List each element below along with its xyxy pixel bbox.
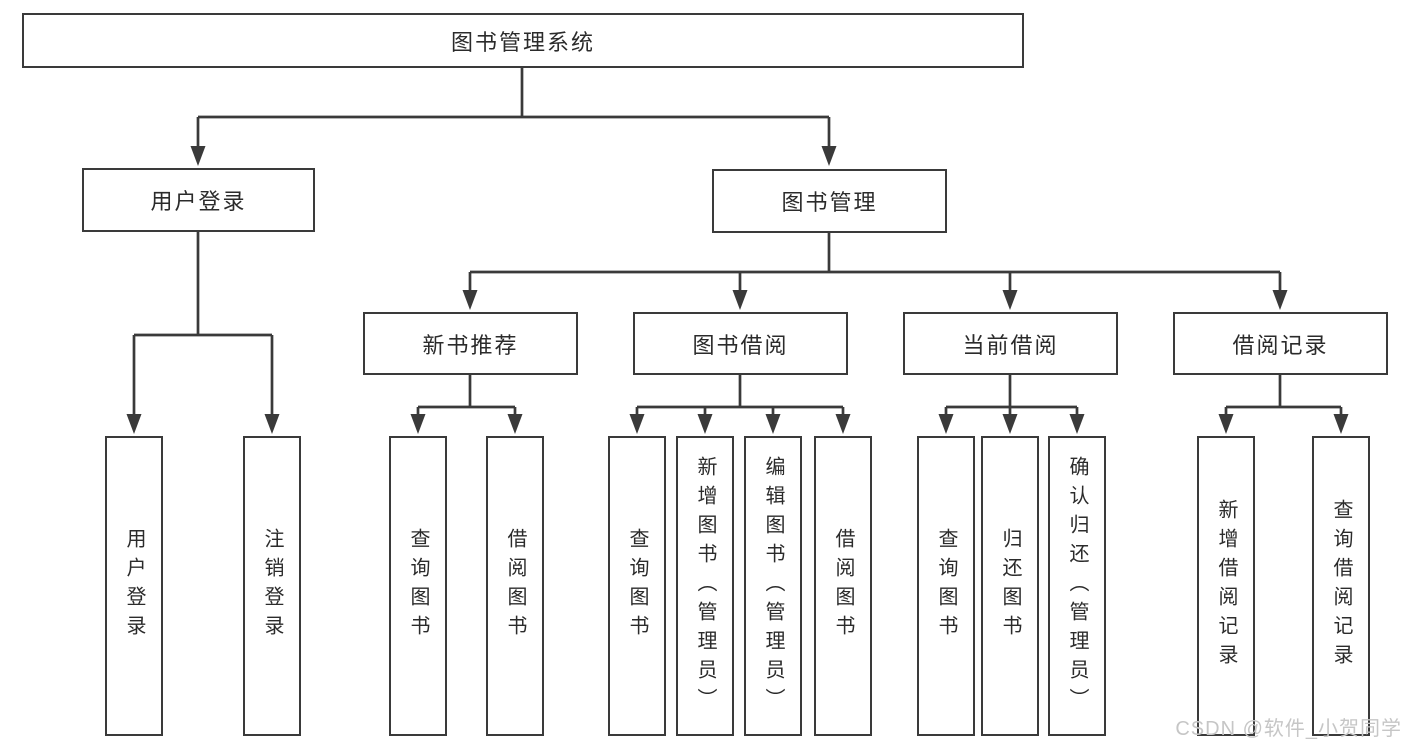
arrowhead [410, 414, 426, 434]
leaf-edit-books-admin-label: 编辑图书（管理员） [762, 455, 784, 717]
connector-user-login-stem [134, 232, 272, 337]
leaf-query-borrow-record-label: 查询借阅记录 [1330, 499, 1352, 673]
connector-book-mgmt-stem [470, 232, 1280, 274]
node-borrowing-records-label: 借阅记录 [1232, 332, 1329, 358]
node-new-book-recommendation: 新书推荐 [363, 312, 578, 375]
leaf-edit-books-admin: 编辑图书（管理员） [744, 436, 802, 736]
arrowhead [1002, 290, 1018, 310]
leaf-query-borrow-record: 查询借阅记录 [1312, 436, 1370, 736]
arrowheads [126, 146, 1349, 434]
connector-current-borrow-stem [946, 375, 1077, 409]
connector-root-arrow-shafts [196, 117, 831, 148]
arrowhead [264, 414, 280, 434]
arrowhead [1218, 414, 1234, 434]
leaf-logout-label: 注销登录 [261, 528, 283, 644]
arrowhead [732, 290, 748, 310]
leaf-add-borrow-record-label: 新增借阅记录 [1215, 499, 1237, 673]
leaf-current-query-books-label: 查询图书 [935, 528, 957, 644]
arrowhead [190, 146, 206, 166]
arrowhead [1002, 414, 1018, 434]
leaf-return-books-label: 归还图书 [999, 528, 1021, 644]
arrowhead [765, 414, 781, 434]
node-book-management: 图书管理 [712, 169, 947, 233]
connector-new-book-arrow-shafts [416, 407, 517, 418]
node-borrowing-records: 借阅记录 [1173, 312, 1388, 375]
node-library-management-system: 图书管理系统 [22, 13, 1024, 68]
connector-borrow-record-stem [1226, 375, 1341, 409]
node-book-borrowing: 图书借阅 [633, 312, 848, 375]
arrowhead [1333, 414, 1349, 434]
node-current-borrowing: 当前借阅 [903, 312, 1118, 375]
leaf-borrow-query-books-label: 查询图书 [626, 528, 648, 644]
arrowhead [821, 146, 837, 166]
leaf-recommend-borrow-books-label: 借阅图书 [504, 528, 526, 644]
leaf-current-query-books: 查询图书 [917, 436, 975, 736]
leaf-user-login-label: 用户登录 [123, 528, 145, 644]
leaf-recommend-query-books-label: 查询图书 [407, 528, 429, 644]
connector-book-borrow-arrow-shafts [635, 407, 845, 418]
connector-root-stem [198, 68, 829, 119]
leaf-add-borrow-record: 新增借阅记录 [1197, 436, 1255, 736]
node-user-login-label: 用户登录 [150, 189, 247, 214]
node-current-borrowing-label: 当前借阅 [962, 332, 1059, 358]
node-library-management-system-label: 图书管理系统 [450, 29, 595, 55]
node-book-management-label: 图书管理 [781, 190, 878, 215]
arrowhead [697, 414, 713, 434]
connector-new-book-stem [418, 375, 515, 409]
connector-level3-arrow-shafts [468, 272, 1282, 292]
arrowhead [629, 414, 645, 434]
leaf-recommend-query-books: 查询图书 [389, 436, 447, 736]
arrowhead [1069, 414, 1085, 434]
leaf-borrow-books-label: 借阅图书 [832, 528, 854, 644]
leaf-borrow-books: 借阅图书 [814, 436, 872, 736]
arrowhead [462, 290, 478, 310]
node-new-book-recommendation-label: 新书推荐 [422, 332, 519, 358]
arrowhead [507, 414, 523, 434]
arrowhead [835, 414, 851, 434]
leaf-borrow-query-books: 查询图书 [608, 436, 666, 736]
connector-user-login-arrow-shafts [132, 335, 274, 418]
node-user-login: 用户登录 [82, 168, 315, 232]
leaf-add-books-admin: 新增图书（管理员） [676, 436, 734, 736]
connector-borrow-record-arrow-shafts [1224, 407, 1343, 418]
leaf-user-login: 用户登录 [105, 436, 163, 736]
leaf-logout: 注销登录 [243, 436, 301, 736]
leaf-return-books: 归还图书 [981, 436, 1039, 736]
leaf-confirm-return-admin: 确认归还（管理员） [1048, 436, 1106, 736]
arrowhead [1272, 290, 1288, 310]
node-book-borrowing-label: 图书借阅 [692, 332, 789, 358]
leaf-recommend-borrow-books: 借阅图书 [486, 436, 544, 736]
connector-book-borrow-stem [637, 375, 843, 409]
arrowhead [126, 414, 142, 434]
leaf-add-books-admin-label: 新增图书（管理员） [694, 455, 716, 717]
arrowhead [938, 414, 954, 434]
leaf-confirm-return-admin-label: 确认归还（管理员） [1066, 455, 1088, 717]
csdn-watermark: CSDN @软件_小贺同学 [1175, 718, 1402, 740]
